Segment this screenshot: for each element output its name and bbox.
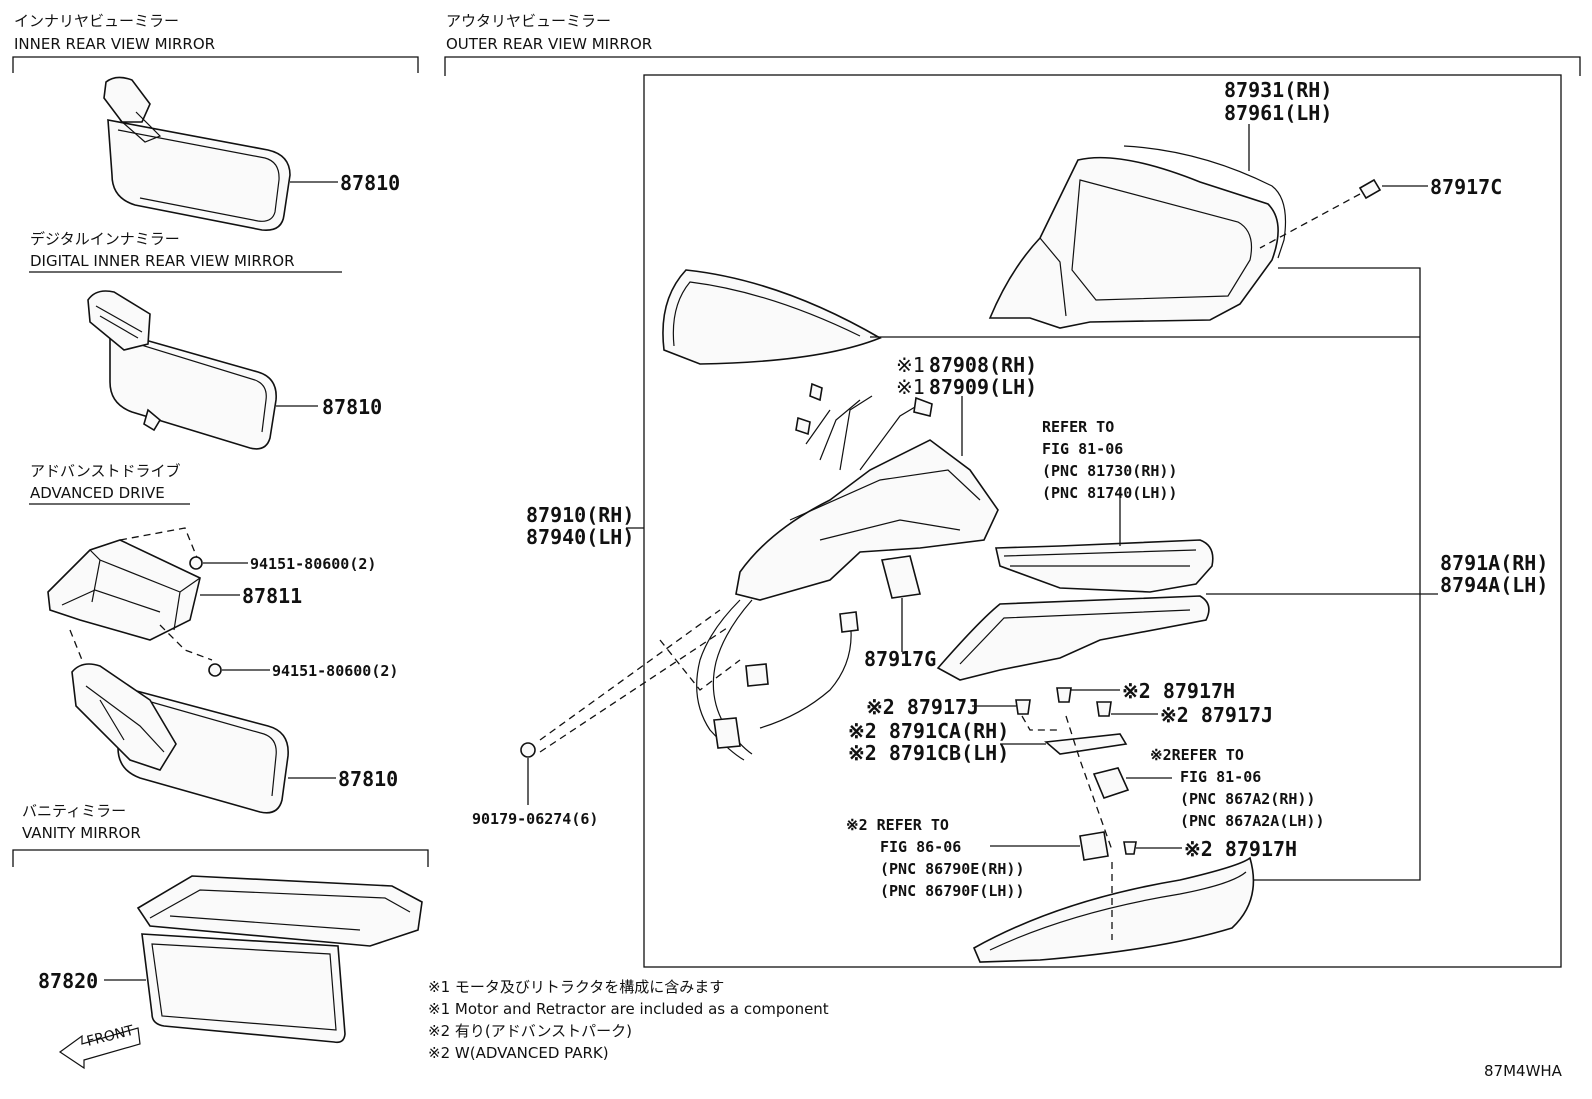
- part-cover-lh: 87961(LH): [1224, 101, 1332, 125]
- refer-a-line2: FIG 81-06: [1042, 440, 1123, 458]
- part-bracket-lh: ※2 8791CB(LH): [848, 741, 1009, 765]
- leader-8791a-bracket: [1245, 267, 1421, 881]
- part-87917c: 87917C: [1430, 175, 1502, 199]
- refer-c-line4: (PNC 86790F(LH)): [880, 882, 1025, 900]
- pad-87917g-drawing: [880, 555, 922, 599]
- part-87917j-right: ※2 87917J: [1160, 703, 1273, 727]
- screw-c-dash: [1259, 193, 1361, 249]
- part-cover-rh: 87931(RH): [1224, 78, 1332, 102]
- digital-mirror-heading-jp: デジタルインナミラー: [30, 230, 180, 248]
- camera-bracket-drawing: [1044, 733, 1128, 755]
- refer-c-line2: FIG 86-06: [880, 838, 961, 856]
- refer-c-line3: (PNC 86790E(RH)): [880, 860, 1025, 878]
- part-assy-rh: 87910(RH): [526, 503, 634, 527]
- advanced-drive-mirror-drawing: [71, 663, 289, 814]
- digital-mirror-heading-en: DIGITAL INNER REAR VIEW MIRROR: [30, 252, 295, 270]
- refer-a-line3: (PNC 81730(RH)): [1042, 462, 1177, 480]
- part-87917j-left: ※2 87917J: [866, 695, 979, 719]
- vanity-mirror-heading-jp: バニティミラー: [22, 802, 126, 820]
- inner-mirror-heading-en: INNER REAR VIEW MIRROR: [14, 35, 215, 53]
- part-87917g: 87917G: [864, 647, 936, 671]
- nut-icon: [189, 556, 203, 570]
- part-87917h-top: ※2 87917H: [1122, 679, 1235, 703]
- refer-a-line1: REFER TO: [1042, 418, 1114, 436]
- camera-drawing: [1092, 767, 1130, 799]
- part-clip-90179: 90179-06274(6): [472, 810, 598, 828]
- refer-b-line4: (PNC 867A2A(LH)): [1180, 812, 1325, 830]
- motor-retractor-drawing: [735, 382, 999, 601]
- refer-a-line4: (PNC 81740(LH)): [1042, 484, 1177, 502]
- mirror-cover-drawing: [988, 145, 1287, 329]
- harness-dash: [539, 609, 741, 753]
- turn-signal-lamp-drawing: [995, 539, 1214, 593]
- advanced-drive-dashes: [69, 527, 213, 661]
- front-label: FRONT: [85, 1023, 136, 1050]
- lower-garnish-drawing: [936, 595, 1210, 681]
- vanity-mirror-heading-en: VANITY MIRROR: [22, 824, 141, 842]
- part-87810-advanced: 87810: [338, 767, 398, 791]
- screw-icon: [1123, 841, 1137, 855]
- part-87811: 87811: [242, 584, 302, 608]
- lower-cover-drawing: [972, 856, 1255, 963]
- mirror-glass-inner: [672, 281, 861, 347]
- refer-b-line3: (PNC 867A2(RH)): [1180, 790, 1315, 808]
- outer-mirror-heading-en: OUTER REAR VIEW MIRROR: [446, 35, 652, 53]
- screw-icon: [1056, 687, 1072, 703]
- note-2-jp: ※2 有り(アドバンストパーク): [428, 1022, 632, 1040]
- inner-rear-view-mirror-drawing: [103, 76, 291, 232]
- inner-mirror-heading-jp: インナリヤビューミラー: [14, 12, 179, 30]
- vanity-mirror-drawing: [136, 875, 423, 1044]
- note-1-jp: ※1 モータ及びリトラクタを構成に含みます: [428, 978, 724, 996]
- outer-mirror-bracket: [444, 56, 1581, 76]
- part-bracket-rh: ※2 8791CA(RH): [848, 719, 1009, 743]
- part-nut-94151-b: 94151-80600(2): [272, 662, 398, 680]
- part-87810-inner: 87810: [340, 171, 400, 195]
- outer-mirror-frame: [643, 74, 1562, 968]
- advanced-drive-bracket-drawing: [47, 539, 201, 641]
- advanced-drive-heading-en: ADVANCED DRIVE: [30, 484, 165, 502]
- nut-icon: [208, 663, 222, 677]
- clip-icon: [520, 742, 536, 758]
- front-arrow-icon: [58, 1027, 141, 1070]
- note-1-en: ※1 Motor and Retractor are included as a…: [428, 1000, 829, 1018]
- figure-code: 87M4WHA: [1484, 1062, 1563, 1080]
- screw-icon: [1015, 699, 1031, 715]
- mirror-glass-drawing: [662, 269, 882, 365]
- sensor-drawing: [1079, 831, 1109, 861]
- outer-mirror-heading-jp: アウタリヤビューミラー: [446, 12, 611, 30]
- advanced-drive-heading-jp: アドバンストドライブ: [30, 462, 180, 480]
- screw-icon: [1096, 701, 1112, 717]
- digital-inner-mirror-drawing: [87, 290, 277, 450]
- part-87810-digital: 87810: [322, 395, 382, 419]
- part-87917h-bottom: ※2 87917H: [1184, 837, 1297, 861]
- inner-mirror-bracket: [12, 56, 419, 73]
- bracket-dash: [1021, 715, 1113, 851]
- part-nut-94151-a: 94151-80600(2): [250, 555, 376, 573]
- refer-b-line2: FIG 81-06: [1180, 768, 1261, 786]
- part-8791a-rh: 8791A(RH): [1440, 551, 1548, 575]
- part-assy-lh: 87940(LH): [526, 525, 634, 549]
- vanity-mirror-bracket: [12, 849, 429, 867]
- wiring-harness-drawing: [696, 599, 859, 761]
- part-8794a-lh: 8794A(LH): [1440, 573, 1548, 597]
- note-2-en: ※2 W(ADVANCED PARK): [428, 1044, 609, 1062]
- screw-icon: [1358, 178, 1382, 200]
- refer-c-line1: ※2 REFER TO: [846, 816, 949, 834]
- part-87820: 87820: [38, 969, 98, 993]
- refer-b-line1: ※2REFER TO: [1150, 746, 1244, 764]
